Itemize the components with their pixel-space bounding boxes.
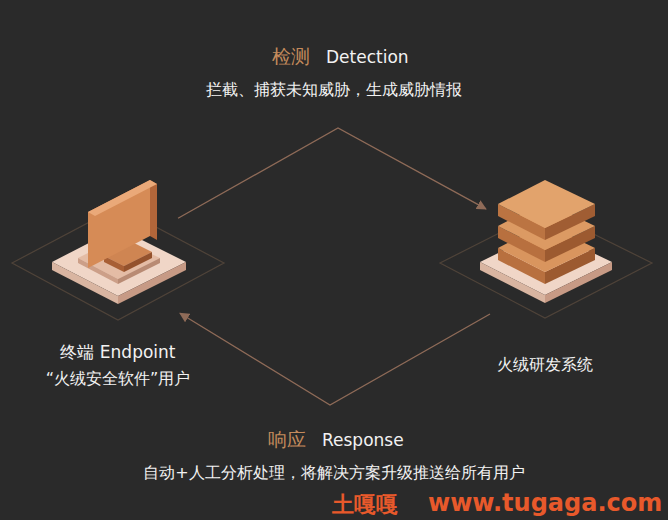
- flow-arrow: [180, 313, 490, 405]
- system-node: 火绒研发系统: [438, 178, 652, 384]
- node-label: 火绒研发系统: [438, 355, 652, 376]
- flow-arrow: [178, 128, 486, 218]
- monitor-top: [88, 180, 157, 216]
- monitor-side: [150, 180, 157, 240]
- stage-description: 自动+人工分析处理，将解决方案升级推送给所有用户: [143, 463, 524, 484]
- monitor-screen: [88, 180, 150, 268]
- watermark: www.tugaga.com: [428, 489, 662, 517]
- stage-title: 检测: [272, 44, 310, 70]
- node-label: “火绒安全软件”用户: [10, 369, 226, 390]
- stage-description: 拦截、捕获未知威胁，生成威胁情报: [206, 80, 462, 101]
- watermark: 土嘎嘎: [332, 490, 398, 520]
- stage-title: Detection: [326, 47, 409, 67]
- stage-title: Response: [322, 430, 404, 450]
- endpoint-node: 终端 Endpoint “火绒安全软件”用户: [10, 175, 226, 397]
- stage-title: 响应: [268, 427, 306, 453]
- node-label: 终端 Endpoint: [10, 341, 226, 364]
- monitor-stand: [124, 252, 152, 272]
- monitor-stand: [104, 256, 124, 272]
- server-layer: [498, 180, 595, 228]
